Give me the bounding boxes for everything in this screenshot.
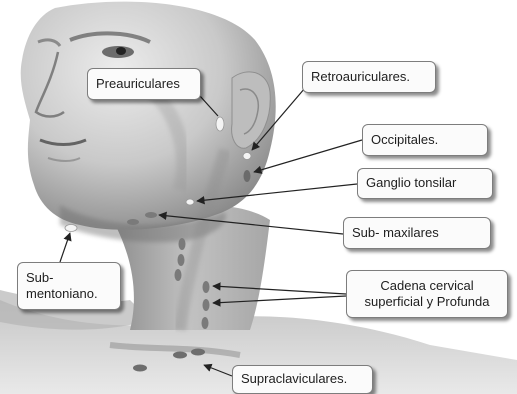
node-supraclavicular-3 bbox=[191, 349, 205, 356]
label-sub-maxilares-text: Sub- maxilares bbox=[352, 225, 439, 241]
label-sub-mentoniano-line2: mentoniano. bbox=[26, 286, 98, 302]
node-preauricular bbox=[216, 117, 224, 131]
label-sub-mentoniano-line1: Sub- bbox=[26, 270, 98, 286]
node-cervical-6 bbox=[202, 317, 209, 329]
label-cadena-cervical: Cadena cervical superficial y Profunda bbox=[346, 270, 508, 318]
label-cadena-line1: Cadena cervical bbox=[364, 278, 489, 294]
label-ganglio-tonsilar: Ganglio tonsilar bbox=[357, 168, 493, 199]
label-occipitales: Occipitales. bbox=[362, 124, 488, 156]
label-preauriculares-text: Preauriculares bbox=[96, 76, 180, 92]
node-supraclavicular-1 bbox=[133, 365, 147, 372]
label-preauriculares: Preauriculares bbox=[87, 68, 201, 100]
node-cervical-1 bbox=[179, 238, 186, 250]
node-cervical-3 bbox=[175, 269, 182, 281]
node-retroauricular bbox=[243, 153, 251, 160]
label-sub-maxilares: Sub- maxilares bbox=[343, 217, 491, 249]
node-submaxilar-2 bbox=[145, 212, 157, 218]
label-occipitales-text: Occipitales. bbox=[371, 132, 438, 148]
label-retroauriculares-text: Retroauriculares. bbox=[311, 69, 410, 85]
node-supraclavicular-2 bbox=[173, 352, 187, 359]
label-retroauriculares: Retroauriculares. bbox=[302, 61, 436, 93]
node-cervical-5 bbox=[203, 299, 210, 311]
label-sub-mentoniano: Sub- mentoniano. bbox=[17, 262, 121, 310]
label-supraclaviculares-text: Supraclaviculares. bbox=[241, 371, 347, 387]
node-submentoniano bbox=[65, 225, 77, 232]
pointer-submentoniano bbox=[60, 233, 70, 262]
label-supraclaviculares: Supraclaviculares. bbox=[232, 365, 373, 394]
node-submaxilar-1 bbox=[127, 219, 139, 225]
node-cervical-2 bbox=[178, 254, 185, 266]
node-cervical-4 bbox=[203, 281, 210, 293]
label-cadena-line2: superficial y Profunda bbox=[364, 294, 489, 310]
node-tonsilar bbox=[186, 199, 194, 205]
label-ganglio-tonsilar-text: Ganglio tonsilar bbox=[366, 175, 456, 191]
node-occipital bbox=[244, 170, 251, 182]
